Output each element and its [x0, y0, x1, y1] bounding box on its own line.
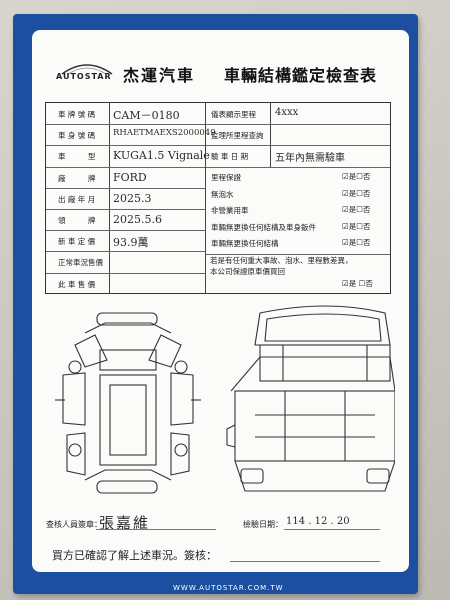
car-frame-view-icon — [226, 305, 395, 492]
check-options[interactable]: ☑是☐否 — [342, 188, 370, 199]
checkbox-no[interactable]: ☐ — [356, 221, 363, 231]
checkbox-no[interactable]: ☐ — [356, 188, 363, 198]
website-url: WWW.AUTOSTAR.COM.TW — [173, 584, 284, 592]
inspection-date-label: 檢驗日期： — [243, 520, 283, 529]
no-label: 否 — [362, 221, 371, 231]
row-divider — [206, 145, 390, 147]
page-title: 車輛結構鑑定檢查表 — [224, 66, 378, 85]
row-divider — [206, 253, 390, 255]
buyer-sign-line[interactable] — [230, 561, 380, 562]
checkbox-yes[interactable]: ☑ — [342, 238, 349, 247]
car-structure-diagram — [55, 305, 395, 494]
checkbox-no[interactable]: ☐ — [356, 238, 363, 247]
checkbox-yes[interactable]: ☑ — [342, 172, 349, 181]
inspector-label: 查核人員簽章： — [46, 520, 102, 529]
field-value[interactable]: 2025.5.6 — [113, 213, 162, 226]
field-value[interactable]: 五年內無需驗車 — [275, 153, 345, 165]
guarantee-no-mark: ☐ — [358, 279, 366, 288]
check-label: 無泡水 — [211, 189, 234, 199]
autostar-logo-icon — [61, 64, 113, 75]
row-divider — [46, 209, 205, 210]
guarantee-checkbox[interactable]: ☑是 ☐否 — [342, 278, 373, 289]
field-label: 監理所里程查詢 — [211, 131, 264, 141]
field-value[interactable]: 2025.3 — [113, 191, 152, 205]
field-value[interactable]: CAM－0180 — [113, 109, 180, 122]
field-label: 驗 車 日 期 — [211, 152, 249, 162]
guarantee-line2: 本公司保證原車價買回 — [210, 267, 285, 276]
no-label: 否 — [362, 172, 371, 181]
checkbox-yes[interactable]: ☑ — [342, 188, 349, 198]
buyer-confirm-label: 買方已確認了解上述車況。簽核： — [52, 549, 217, 562]
car-top-view-icon — [55, 312, 201, 494]
guarantee-no-label: 否 — [365, 279, 373, 288]
field-label: 正常車況售價 — [58, 258, 103, 268]
field-label: 出 廠 年 月 — [58, 194, 96, 204]
check-label: 非營業用車 — [211, 206, 249, 215]
company-name: 杰運汽車 — [123, 66, 196, 85]
inspection-table — [45, 102, 391, 294]
field-label: 車 牌 號 碼 — [58, 110, 96, 119]
check-label: 車輛無更換任何結構 — [211, 239, 279, 248]
field-label: 此 車 售 價 — [58, 279, 96, 289]
guarantee-yes-mark: ☑ — [342, 279, 349, 288]
field-label: 儀表顯示里程 — [211, 110, 256, 119]
field-label: 車 型 — [58, 152, 96, 162]
inspector-sign-line — [96, 529, 216, 530]
yes-label: 是 — [348, 205, 357, 214]
row-divider — [46, 124, 205, 126]
no-label: 否 — [362, 238, 371, 247]
field-value[interactable]: 93.9萬 — [113, 236, 149, 250]
checkbox-yes[interactable]: ☑ — [342, 221, 349, 231]
check-options[interactable]: ☑是☐否 — [342, 204, 370, 215]
row-divider — [46, 166, 205, 168]
field-label: 新 車 定 價 — [58, 237, 96, 247]
check-options[interactable]: ☑是☐否 — [342, 171, 370, 182]
field-value[interactable]: KUGA1.5 Vignale — [113, 149, 210, 163]
yes-label: 是 — [348, 172, 357, 181]
row-divider — [206, 124, 390, 126]
col-divider-left — [109, 103, 110, 293]
row-divider — [46, 187, 205, 189]
yes-label: 是 — [348, 221, 357, 231]
col-divider-right — [270, 103, 271, 167]
autostar-logo-text: AUTOSTAR — [56, 72, 112, 81]
checkbox-no[interactable]: ☐ — [356, 172, 363, 181]
row-divider — [46, 145, 205, 147]
field-label: 領 牌 — [58, 216, 96, 225]
inspection-date-value: 114 . 12 . 20 — [286, 516, 350, 527]
check-label: 車輛無更換任何結構及車身鈑件 — [211, 222, 316, 232]
guarantee-yes-label: 是 — [348, 279, 357, 288]
check-label: 里程保證 — [211, 173, 241, 182]
field-value[interactable]: 4xxx — [275, 107, 299, 118]
no-label: 否 — [362, 205, 371, 214]
field-value[interactable]: RHAETMAEXS2000049 — [113, 128, 216, 139]
row-divider — [46, 251, 205, 253]
field-label: 車 身 號 碼 — [58, 131, 96, 141]
col-divider-mid — [205, 103, 206, 293]
field-label: 廠 牌 — [58, 173, 96, 183]
guarantee-line1: 若是有任何重大事故、泡水、里程數差異， — [210, 256, 353, 265]
no-label: 否 — [362, 188, 371, 198]
check-options[interactable]: ☑是☐否 — [342, 237, 370, 248]
field-value[interactable]: FORD — [113, 170, 147, 184]
yes-label: 是 — [348, 188, 357, 198]
checkbox-no[interactable]: ☐ — [356, 205, 363, 214]
check-options[interactable]: ☑是☐否 — [342, 221, 370, 232]
yes-label: 是 — [348, 238, 357, 247]
row-divider — [46, 272, 205, 274]
row-divider — [46, 230, 205, 232]
row-divider — [206, 167, 390, 168]
checkbox-yes[interactable]: ☑ — [342, 205, 349, 214]
form-sheet — [32, 30, 409, 572]
date-line — [284, 529, 380, 530]
inspector-signature: 張嘉維 — [99, 514, 151, 532]
